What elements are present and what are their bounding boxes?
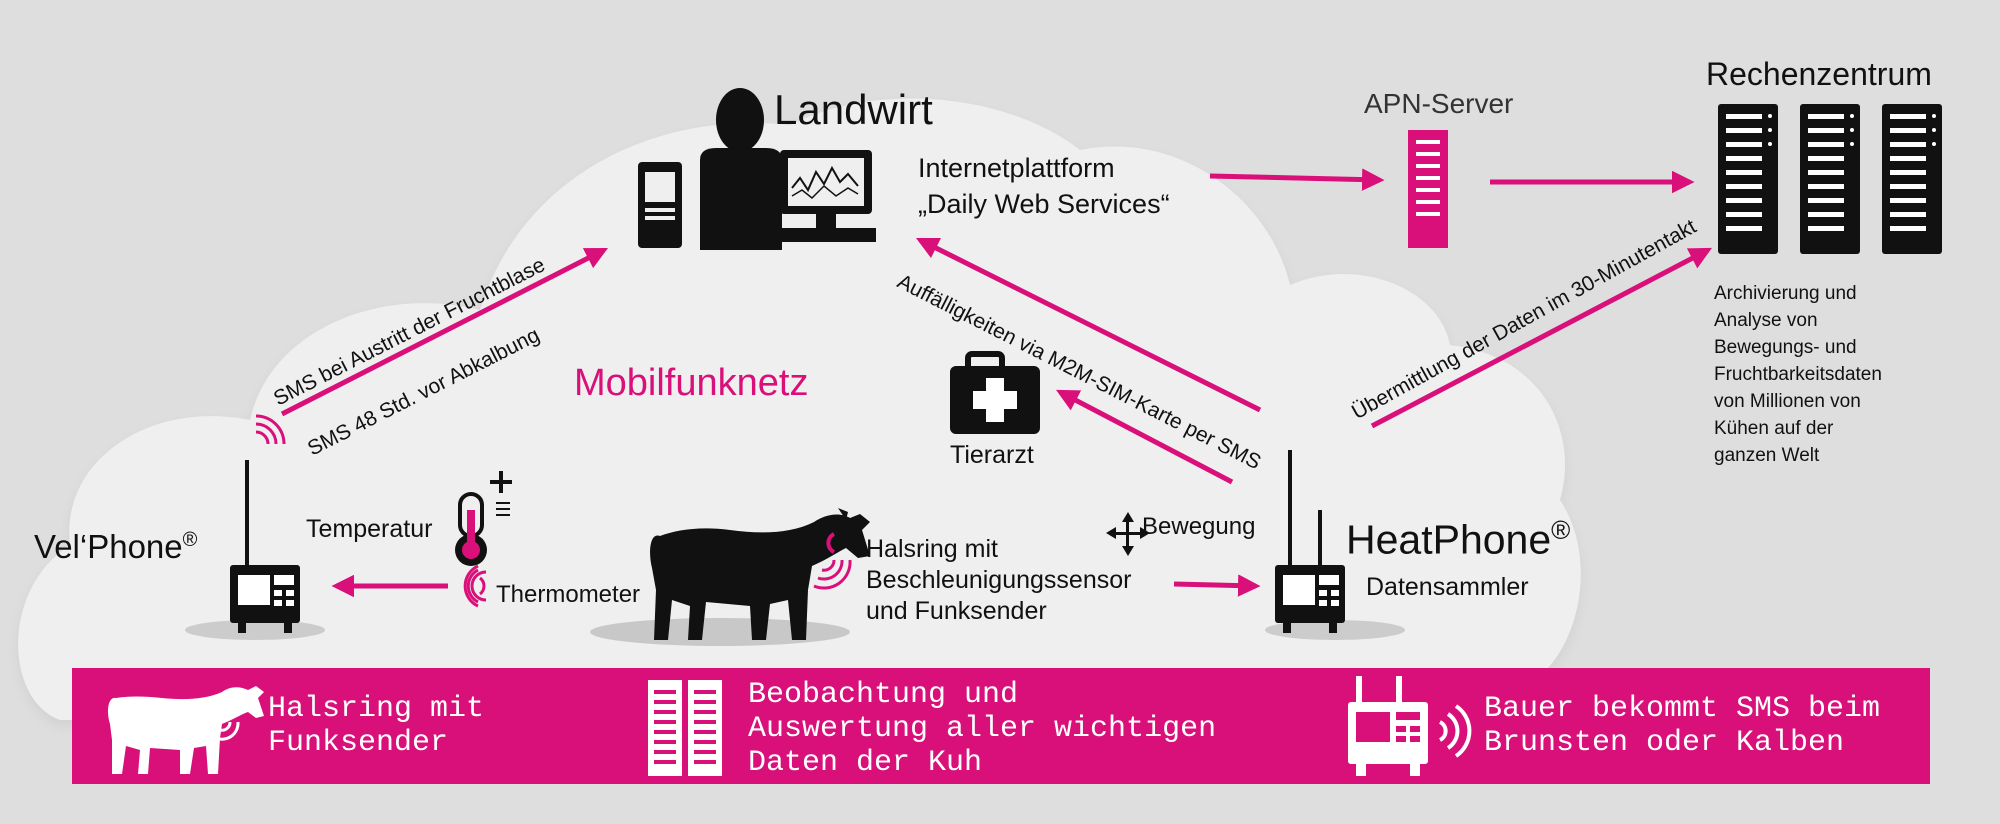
- banner-item1-line1: Halsring mit: [268, 692, 485, 726]
- landwirt-title: Landwirt: [774, 86, 933, 133]
- rechenzentrum-desc-line: Bewegungs- und: [1714, 337, 1857, 358]
- banner-item3-line1: Bauer bekommt SMS beim: [1484, 692, 1881, 726]
- banner-graphics: [108, 676, 1472, 776]
- rechenzentrum-desc-line: Kühen auf der: [1714, 418, 1834, 439]
- banner-item2-line2: Auswertung aller wichtigen: [748, 712, 1217, 746]
- arrow-cow-to-heatphone: [1173, 574, 1261, 597]
- banner-server-icon: [648, 680, 722, 776]
- heatphone-name: HeatPhone: [1346, 516, 1552, 563]
- velphone-device-icon: [230, 414, 300, 633]
- tierarzt-label: Tierarzt: [950, 441, 1034, 469]
- collar-line3: und Funksender: [866, 597, 1047, 625]
- heatphone-device-icon: [1275, 450, 1345, 633]
- thermometer-icon: [455, 471, 512, 566]
- rechenzentrum-title: Rechenzentrum: [1706, 56, 1932, 92]
- farmer-icon: [700, 88, 782, 250]
- velphone-label: Vel‘Phone®: [34, 526, 197, 567]
- heatphone-label: HeatPhone®: [1346, 514, 1570, 566]
- summary-banner: Halsring mit Funksender Beobachtung und …: [72, 668, 1930, 784]
- cow-icon: [650, 508, 870, 640]
- banner-item2-line1: Beobachtung und: [748, 678, 1019, 712]
- bewegung-label: Bewegung: [1142, 513, 1256, 540]
- banner-cow-icon: [108, 686, 264, 774]
- apn-server-icon: [1408, 130, 1448, 248]
- banner-item3-line2: Brunsten oder Kalben: [1484, 726, 1845, 760]
- rechenzentrum-desc-line: von Millionen von: [1714, 391, 1861, 412]
- rechenzentrum-desc-line: Fruchtbarkeitsdaten: [1714, 364, 1882, 385]
- collar-line1: Halsring mit: [866, 535, 998, 563]
- rechenzentrum-desc-line: ganzen Welt: [1714, 445, 1820, 466]
- rechenzentrum-desc-line: Analyse von: [1714, 310, 1818, 331]
- handheld-device-icon: [638, 162, 682, 248]
- banner-cow-signal-icon: [215, 721, 240, 741]
- first-aid-kit-icon: [950, 351, 1040, 434]
- temperatur-label: Temperatur: [306, 515, 433, 543]
- datensammler-label: Datensammler: [1366, 573, 1529, 601]
- apn-server-label: APN-Server: [1364, 88, 1514, 119]
- cow-shadow: [590, 618, 850, 646]
- thermometer-label: Thermometer: [496, 581, 641, 608]
- banner-device-icon: [1348, 676, 1428, 776]
- banner-signal-icon: [1438, 704, 1472, 758]
- banner-item1-line2: Funksender: [268, 726, 449, 760]
- computer-monitor-icon: [770, 150, 876, 242]
- flow-arrows: [280, 168, 1712, 598]
- velphone-registered-mark: ®: [182, 529, 198, 551]
- internet-platform-line1: Internetplattform: [918, 153, 1115, 183]
- arrow-sms-to-landwirt: [280, 247, 609, 417]
- collar-signal-icon: [813, 559, 852, 590]
- velphone-name: Vel‘Phone: [34, 528, 183, 565]
- arrow-internet-to-apn: [1209, 168, 1385, 191]
- collar-line2: Beschleunigungssensor: [866, 566, 1132, 594]
- arrow-heatphone-to-landwirt: [915, 237, 1262, 413]
- movement-icon: [1106, 512, 1150, 556]
- cloud-shape: [18, 98, 1581, 721]
- rechenzentrum-desc-line: Archivierung und: [1714, 283, 1857, 304]
- arrow-heatphone-to-rechenzentrum: [1370, 247, 1712, 429]
- thermometer-signal-icon: [463, 564, 487, 608]
- arrow-heatphone-to-tierarzt: [1056, 389, 1234, 485]
- internet-platform-line2: „Daily Web Services“: [918, 189, 1170, 219]
- banner-item2-line3: Daten der Kuh: [748, 746, 983, 780]
- rechenzentrum-description: Archivierung und Analyse von Bewegungs- …: [1714, 280, 1882, 469]
- network-label: Mobilfunknetz: [574, 362, 809, 404]
- heatphone-registered-mark: ®: [1551, 515, 1571, 545]
- data-center-servers-icon: [1718, 104, 1942, 254]
